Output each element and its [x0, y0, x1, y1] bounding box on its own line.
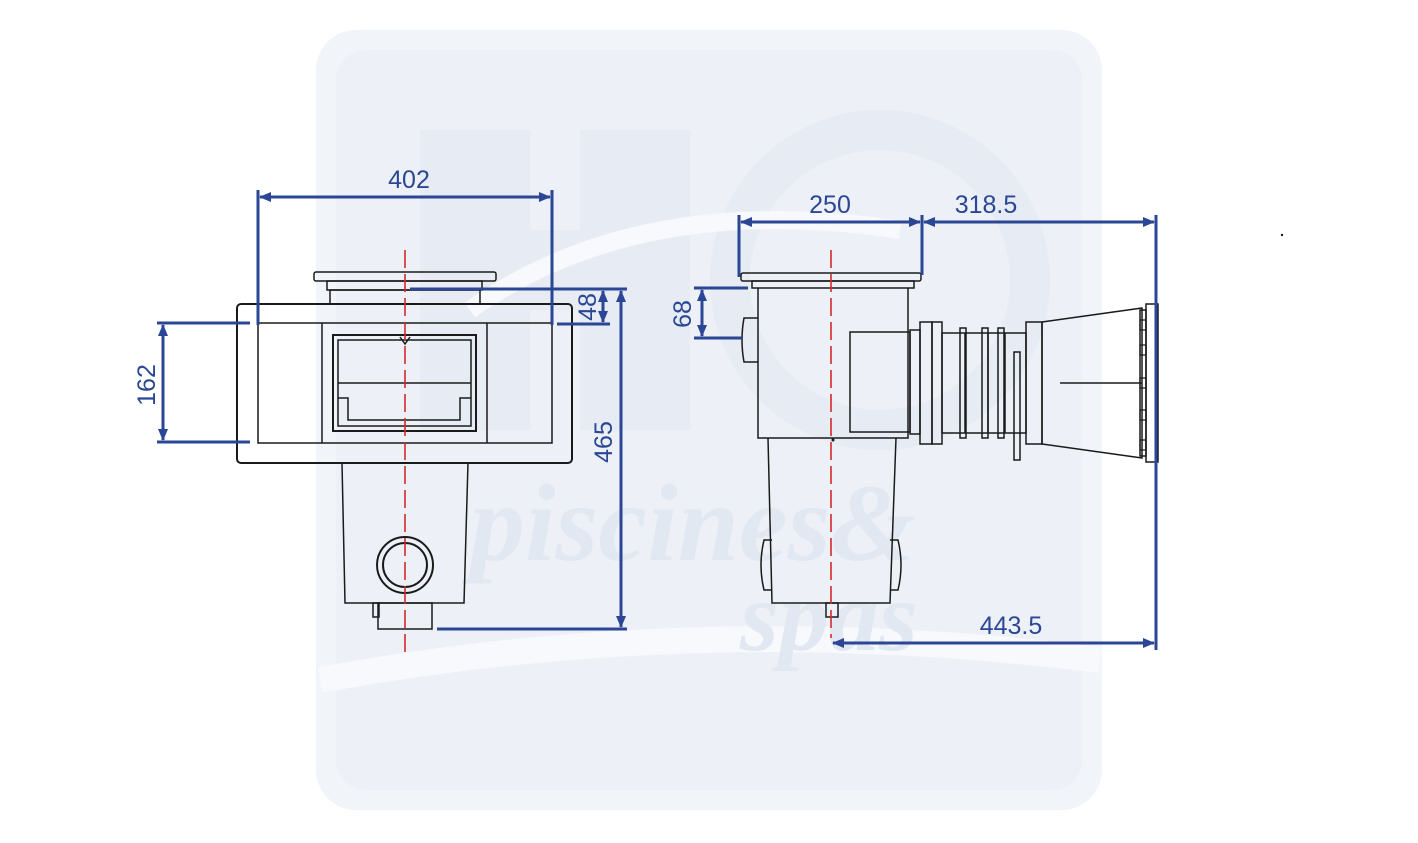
dim-68-label: 68	[669, 300, 697, 328]
dim-318-label: 318.5	[955, 191, 1018, 219]
dim-402-label: 402	[388, 166, 430, 194]
dim-48-label: 48	[574, 293, 602, 321]
dimension-lines	[157, 190, 1158, 650]
side-flare	[1041, 307, 1143, 459]
watermark-text-line1: piscines&	[462, 462, 916, 584]
dim-443-label: 443.5	[980, 612, 1043, 640]
dim-465-label: 465	[590, 421, 618, 463]
side-upper-body	[757, 288, 909, 439]
dim-250-label: 250	[809, 191, 851, 219]
dim-162-label: 162	[133, 364, 161, 406]
